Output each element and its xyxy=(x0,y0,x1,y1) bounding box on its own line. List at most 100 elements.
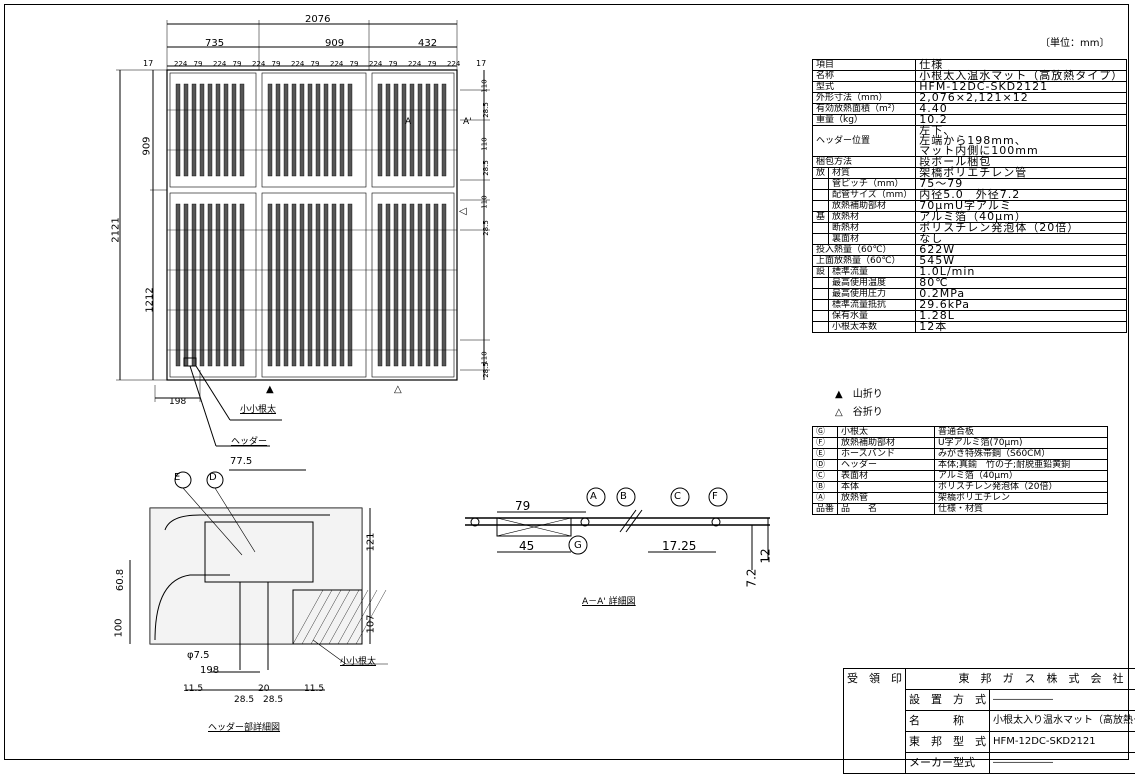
pipe-run xyxy=(332,84,336,176)
pipe-run xyxy=(192,84,196,176)
spec-row: 裏面材なし xyxy=(813,234,1127,245)
pipe-run xyxy=(308,84,312,176)
pipe-run xyxy=(240,84,244,176)
right-dim-5: 28.5 xyxy=(480,220,492,236)
callout-e: E xyxy=(174,472,180,484)
spec-group xyxy=(813,311,829,322)
pipe-run xyxy=(348,204,352,366)
pipe-run xyxy=(208,84,212,176)
pitch-dim-1: 79 xyxy=(194,58,203,70)
parts-symbol: Ⓓ xyxy=(813,460,838,471)
spec-key: 材質 xyxy=(829,168,916,179)
dim-total-height: 2121 xyxy=(111,217,123,242)
spec-key: 重量（kg） xyxy=(813,115,916,126)
spec-group: 放 xyxy=(813,168,829,179)
pipe-run xyxy=(232,204,236,366)
parts-symbol: Ⓑ xyxy=(813,482,838,493)
spec-group xyxy=(813,179,829,190)
pipe-run xyxy=(402,84,406,176)
pipe-run xyxy=(402,204,406,366)
pitch-dim-2: 224 xyxy=(213,58,226,70)
parts-name: ヘッダー xyxy=(838,460,935,471)
title-value: ―――――― xyxy=(990,753,1135,774)
parts-row: 品番品 名仕様・材質 xyxy=(813,504,1108,515)
pipe-run xyxy=(200,84,204,176)
pipe-run xyxy=(386,84,390,176)
parts-symbol: Ⓒ xyxy=(813,471,838,482)
title-value: 小根太入り温水マット（高放熱タイプ） xyxy=(990,711,1135,732)
parts-material: みがき特殊帯鋼（S60CM） xyxy=(935,449,1108,460)
label-konetai-detail: 小小根太 xyxy=(340,656,376,668)
spec-key: ヘッダー位置 xyxy=(813,126,916,157)
pipe-run xyxy=(240,204,244,366)
spec-group: 設 xyxy=(813,267,829,278)
pipe-run xyxy=(434,204,438,366)
spec-key: 標準流量 xyxy=(829,267,916,278)
parts-name: 表面材 xyxy=(838,471,935,482)
aa-dim-79: 79 xyxy=(515,500,530,512)
spec-group xyxy=(813,322,829,333)
spec-key: 最高使用圧力 xyxy=(829,289,916,300)
spec-key: 管ピッチ（mm） xyxy=(829,179,916,190)
dim-lower: 1212 xyxy=(145,287,157,312)
pitch-dim-14: 224 xyxy=(447,58,460,70)
dim-edge-left: 17 xyxy=(143,58,153,70)
spec-key: 放熱補助部材 xyxy=(829,201,916,212)
hd-dim-11b: 11.5 xyxy=(304,683,324,695)
pipe-run xyxy=(394,84,398,176)
pipe-run xyxy=(276,84,280,176)
spec-key: 型式 xyxy=(813,82,916,93)
pipe-run xyxy=(284,204,288,366)
title-key: 設 置 方 式 xyxy=(906,690,990,711)
parts-material: U字アルミ箔(70μm) xyxy=(935,438,1108,449)
pipe-run xyxy=(386,204,390,366)
pitch-dim-5: 79 xyxy=(272,58,281,70)
pipe-run xyxy=(442,84,446,176)
parts-name: 放熱管 xyxy=(838,493,935,504)
pipe-run xyxy=(208,204,212,366)
title-value: HFM-12DC-SKD2121 xyxy=(990,732,1135,753)
hd-dim-60: 60.8 xyxy=(115,569,127,591)
right-dim-2: 110 xyxy=(479,137,491,150)
pipe-run xyxy=(176,204,180,366)
hd-dim-107: 107 xyxy=(366,614,378,633)
fold-mark-mountain: ▲ xyxy=(266,384,274,395)
pipe-run xyxy=(434,84,438,176)
aa-dim-45: 45 xyxy=(519,540,534,552)
title-block: 受 領 印東 邦 ガ ス 株 式 会 社設 置 方 式――――――名 称小根太入… xyxy=(843,668,1135,774)
pipe-run xyxy=(276,204,280,366)
fold-legend-item: ▲ 山折り xyxy=(835,389,883,401)
right-dim-3: 28.5 xyxy=(480,160,492,176)
fold-legend-item: △ 谷折り xyxy=(835,407,883,419)
spec-group xyxy=(813,289,829,300)
hd-dim-28a: 28.5 xyxy=(234,694,254,706)
pipe-run xyxy=(418,204,422,366)
pitch-dim-10: 224 xyxy=(369,58,382,70)
spec-row: 外形寸法（mm）2,076×2,121×12 xyxy=(813,93,1127,104)
spec-key: 放熱材 xyxy=(829,212,916,223)
title-key: メーカー型式 xyxy=(906,753,990,774)
right-dim-1: 28.5 xyxy=(480,102,492,118)
pipe-run xyxy=(394,204,398,366)
parts-name: 品 名 xyxy=(838,504,935,515)
pitch-dim-6: 224 xyxy=(291,58,304,70)
spec-group xyxy=(813,223,829,234)
pitch-dim-12: 224 xyxy=(408,58,421,70)
spec-key: 最高使用温度 xyxy=(829,278,916,289)
dim-edge-right: 17 xyxy=(476,58,486,70)
parts-material: 仕様・材質 xyxy=(935,504,1108,515)
spec-key: 裏面材 xyxy=(829,234,916,245)
fold-mark-valley: △ xyxy=(394,384,402,395)
pipe-run xyxy=(426,84,430,176)
right-dim-7: 110 xyxy=(479,351,491,364)
spec-key: 有効放熱面積（m²） xyxy=(813,104,916,115)
parts-material: アルミ箔（40μm） xyxy=(935,471,1108,482)
aa-dim-1725: 17.25 xyxy=(662,540,696,552)
pipe-run xyxy=(184,204,188,366)
